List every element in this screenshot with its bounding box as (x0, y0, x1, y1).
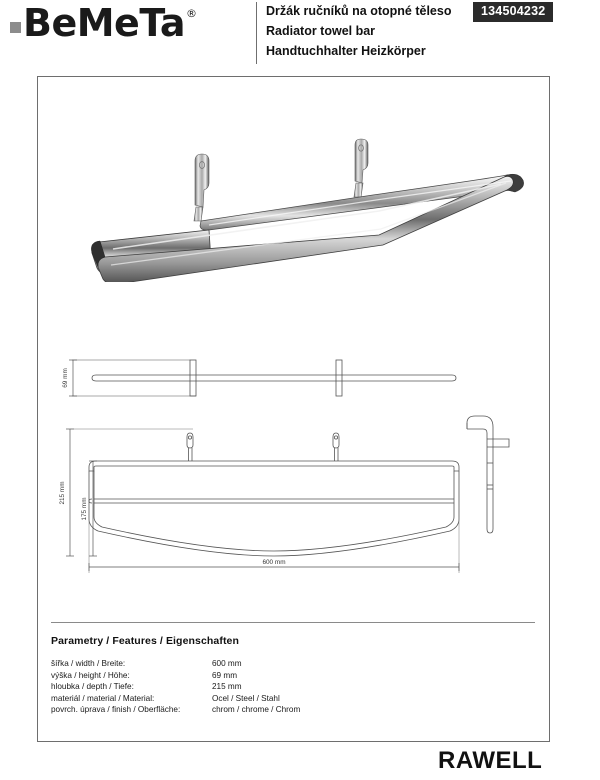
dimension-label-depth-inner: 175 mm (81, 497, 88, 520)
product-code-badge: 134504232 (473, 2, 554, 22)
technical-drawing-front-view: 215 mm 175 mm 600 mm (48, 415, 478, 575)
product-title-en: Radiator towel bar (266, 24, 376, 38)
product-title-cs: Držák ručníků na otopné těleso (266, 4, 452, 18)
dimension-label-height: 69 mm (62, 368, 69, 388)
collection-name: RAWELL (438, 747, 543, 774)
spec-label: hloubka / depth / Tiefe: (51, 682, 134, 692)
technical-drawing-top-view: 69 mm (48, 345, 478, 405)
dimension-depth-inner-175mm: 175 mm (81, 460, 97, 557)
technical-drawing-side-view (453, 407, 548, 537)
page-header: BeMeTa ® Držák ručníků na otopné těleso … (0, 0, 600, 72)
brand-logo: BeMeTa ® (10, 2, 250, 44)
spec-value: Ocel / Steel / Stahl (212, 693, 280, 703)
datasheet-frame: 69 mm (37, 76, 550, 742)
table-row: hloubka / depth / Tiefe: 215 mm (51, 681, 451, 693)
spec-label: šířka / width / Breite: (51, 659, 126, 668)
spec-separator (51, 622, 535, 623)
product-photo (83, 137, 533, 282)
dimension-depth-215mm: 215 mm (59, 428, 74, 557)
spec-label: povrch. úprava / finish / Oberfläche: (51, 705, 181, 715)
spec-label: výška / height / Höhe: (51, 670, 130, 680)
mounting-hook-rear-left (193, 153, 210, 222)
table-row: materiál / material / Material: Ocel / S… (51, 693, 451, 705)
logo-wordmark: BeMeTa (23, 1, 186, 45)
dimension-height-69mm: 69 mm (62, 359, 77, 397)
dimension-label-width: 600 mm (262, 559, 285, 566)
spec-value: chrom / chrome / Chrom (212, 705, 301, 715)
dimension-label-depth: 215 mm (59, 481, 66, 504)
dimension-width-600mm: 600 mm (88, 559, 460, 571)
header-divider (256, 2, 257, 64)
table-row: povrch. úprava / finish / Oberfläche: ch… (51, 704, 451, 716)
spec-value: 69 mm (212, 670, 238, 680)
spec-table: šířka / width / Breite: 600 mm výška / h… (51, 658, 451, 716)
product-title-de: Handtuchhalter Heizkörper (266, 44, 426, 58)
table-row: výška / height / Höhe: 69 mm (51, 670, 451, 682)
spec-heading: Parametry / Features / Eigenschaften (51, 635, 240, 647)
spec-value: 215 mm (212, 682, 242, 692)
table-row: šířka / width / Breite: 600 mm (51, 658, 451, 670)
spec-value: 600 mm (212, 659, 242, 668)
registered-trademark-icon: ® (186, 7, 197, 20)
logo-square-icon (10, 22, 21, 33)
spec-label: materiál / material / Material: (51, 693, 155, 703)
product-title-block: Držák ručníků na otopné těleso Radiator … (266, 1, 476, 61)
mounting-hook-rear-right (353, 138, 369, 198)
